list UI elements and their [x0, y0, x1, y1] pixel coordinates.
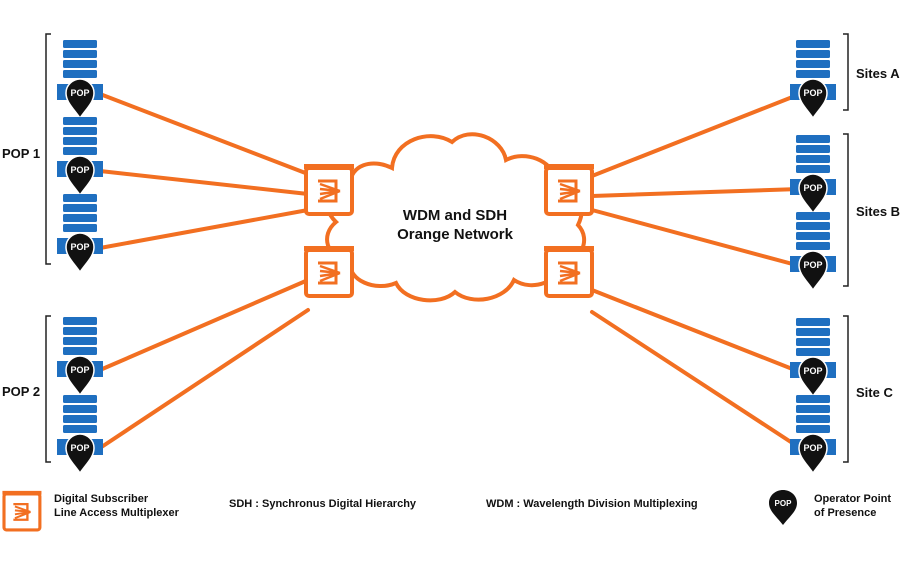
link-pop1-2 [98, 169, 310, 196]
link-siteC-2 [590, 310, 802, 450]
group-label-sites-b: Sites B [856, 204, 900, 219]
bracket-pop2 [45, 315, 51, 463]
group-label-pop1: POP 1 [2, 146, 41, 161]
network-title-line2: Orange Network [397, 226, 513, 243]
pop-pin-label: POP [70, 365, 89, 375]
bracket-pop1 [45, 33, 51, 265]
dslam-icon [542, 244, 596, 298]
bracket-site-c [843, 315, 849, 463]
connection-links [98, 92, 802, 450]
link-siteC-1 [590, 288, 802, 374]
legend-pop-line2: of Presence [814, 507, 877, 519]
pop-pin-label: POP [70, 88, 89, 98]
server-stack-icon [56, 394, 104, 474]
pop-pin-label: POP [70, 242, 89, 252]
legend-pop-line1: Operator Point [814, 493, 892, 505]
group-label-pop2: POP 2 [2, 384, 41, 399]
pop-pin-label: POP [803, 366, 822, 376]
legend-pop-text: Operator Point of Presence [814, 492, 891, 520]
legend-dslam-text: Digital Subscriber Line Access Multiplex… [54, 492, 179, 520]
group-label-sites-a: Sites A [856, 66, 900, 81]
legend-dslam-line2: Line Access Multiplexer [54, 507, 179, 519]
legend-pop-label: POP [775, 499, 793, 508]
network-title-line1: WDM and SDH [402, 207, 508, 224]
group-label-site-c: Site C [856, 385, 893, 400]
link-pop1-1 [98, 92, 310, 176]
legend-sdh-text: SDH : Synchronus Digital Hierarchy [229, 498, 417, 510]
link-pop1-3 [98, 208, 310, 250]
legend-pop-pin-icon: POP [769, 490, 797, 525]
legend-wdm-text: WDM : Wavelength Division Multiplexing [486, 498, 698, 510]
pop-pin-label: POP [70, 443, 89, 453]
server-stack-icon [789, 39, 837, 119]
server-stack-icon [56, 316, 104, 396]
legend-dslam-icon [0, 489, 43, 532]
server-stack-icon [789, 211, 837, 291]
pop-pin-label: POP [803, 88, 822, 98]
bracket-sites-a [843, 33, 849, 111]
link-pop2-2 [98, 308, 310, 450]
network-title: WDM and SDH Orange Network [330, 206, 580, 244]
server-stack-icon [789, 317, 837, 397]
server-stack-icon [789, 134, 837, 214]
pop-pin-label: POP [803, 443, 822, 453]
pop-pin-label: POP [803, 183, 822, 193]
link-sitesB-2 [590, 208, 802, 268]
bracket-sites-b [843, 133, 849, 287]
pop-pin-label: POP [803, 260, 822, 270]
server-stack-icon [56, 193, 104, 273]
server-stack-icon [56, 39, 104, 119]
server-stack-icon [789, 394, 837, 474]
server-stack-icon [56, 116, 104, 196]
dslam-icon [302, 244, 356, 298]
link-sitesA [590, 92, 802, 178]
pop-pin-label: POP [70, 165, 89, 175]
link-sitesB-1 [590, 187, 802, 198]
legend-dslam-line1: Digital Subscriber [54, 493, 149, 505]
link-pop2-1 [98, 278, 310, 372]
